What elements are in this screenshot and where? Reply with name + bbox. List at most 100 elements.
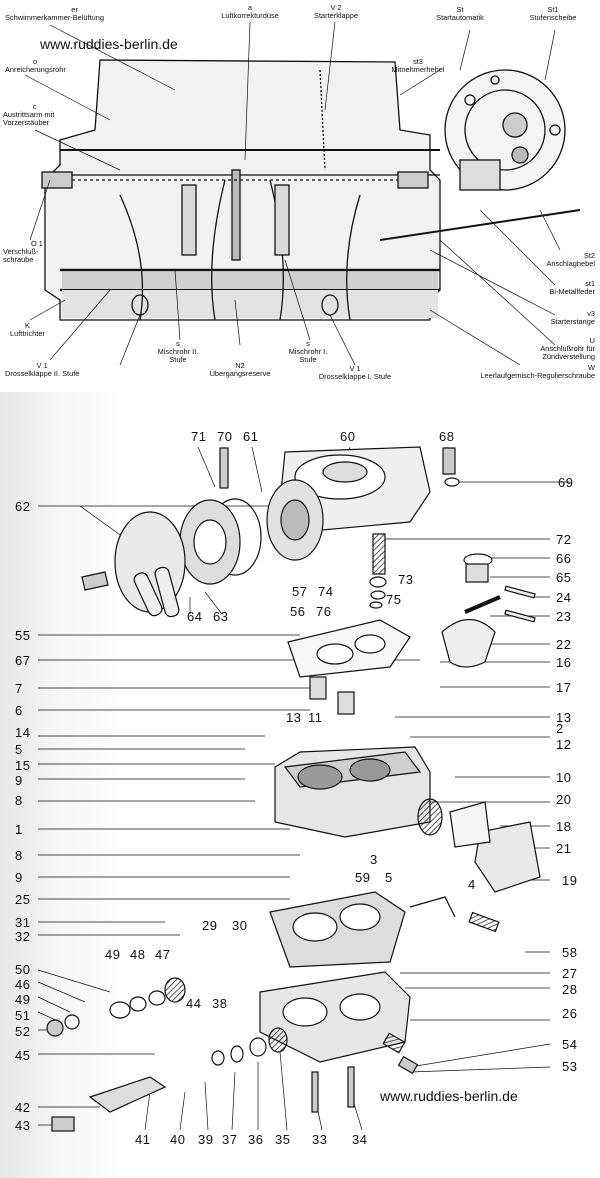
part-num-76: 76 <box>316 604 332 619</box>
part-num-8-a: 8 <box>15 793 23 808</box>
exploded-view-panel: 71 70 61 60 68 69 62 72 66 73 65 57 74 7… <box>0 392 600 1178</box>
part-num-54: 54 <box>562 1037 578 1052</box>
part-num-19: 19 <box>562 873 578 888</box>
part-num-75: 75 <box>386 592 402 607</box>
part-num-34: 34 <box>352 1132 368 1147</box>
part-num-49-b: 49 <box>15 992 31 1007</box>
part-num-49-a: 49 <box>105 947 121 962</box>
part-num-18: 18 <box>556 819 572 834</box>
part-num-28: 28 <box>562 982 578 997</box>
part-num-73: 73 <box>398 572 414 587</box>
part-num-41: 41 <box>135 1132 151 1147</box>
watermark-top: www.ruddies-berlin.de <box>40 36 178 52</box>
part-num-60: 60 <box>340 429 356 444</box>
part-num-15: 15 <box>15 758 31 773</box>
part-num-4: 4 <box>468 877 476 892</box>
carburetor-exploded-drawing <box>37 446 570 1132</box>
part-num-59: 59 <box>355 870 371 885</box>
part-num-26: 26 <box>562 1006 578 1021</box>
part-num-31: 31 <box>15 915 31 930</box>
part-num-64: 64 <box>187 609 203 624</box>
part-num-37: 37 <box>222 1132 238 1147</box>
part-num-51: 51 <box>15 1008 31 1023</box>
part-num-35: 35 <box>275 1132 291 1147</box>
part-num-24: 24 <box>556 590 572 605</box>
part-num-45: 45 <box>15 1048 31 1063</box>
part-num-6: 6 <box>15 703 23 718</box>
part-num-23: 23 <box>556 609 572 624</box>
part-num-29: 29 <box>202 918 218 933</box>
part-num-72: 72 <box>556 532 572 547</box>
part-num-11: 11 <box>308 710 323 725</box>
part-num-61: 61 <box>243 429 259 444</box>
part-num-17: 17 <box>556 680 572 695</box>
part-num-13-b: 13 <box>556 710 572 725</box>
part-num-55: 55 <box>15 628 31 643</box>
part-num-68: 68 <box>439 429 455 444</box>
part-num-66: 66 <box>556 551 572 566</box>
part-num-21: 21 <box>556 841 572 856</box>
part-num-8-b: 8 <box>15 848 23 863</box>
part-num-63: 63 <box>213 609 229 624</box>
part-num-71: 71 <box>191 429 207 444</box>
part-num-10: 10 <box>556 770 572 785</box>
part-num-5-a: 5 <box>15 742 23 757</box>
part-num-20: 20 <box>556 792 572 807</box>
part-num-30: 30 <box>232 918 248 933</box>
part-num-40: 40 <box>170 1132 186 1147</box>
part-num-27: 27 <box>562 966 578 981</box>
part-num-57: 57 <box>292 584 308 599</box>
part-num-48: 48 <box>130 947 146 962</box>
part-num-38: 38 <box>212 996 228 1011</box>
watermark-bottom: www.ruddies-berlin.de <box>380 1088 518 1104</box>
part-num-70: 70 <box>217 429 233 444</box>
part-num-14: 14 <box>15 725 31 740</box>
part-num-7: 7 <box>15 681 23 696</box>
part-num-1: 1 <box>15 822 23 837</box>
part-num-2: 2 <box>556 721 564 736</box>
part-num-56: 56 <box>290 604 306 619</box>
part-num-65: 65 <box>556 570 572 585</box>
part-num-33: 33 <box>312 1132 328 1147</box>
part-num-5-b: 5 <box>385 870 393 885</box>
part-num-32: 32 <box>15 929 31 944</box>
part-num-36: 36 <box>248 1132 264 1147</box>
part-num-47: 47 <box>155 947 171 962</box>
part-num-16: 16 <box>556 655 572 670</box>
part-num-22: 22 <box>556 637 572 652</box>
part-num-42: 42 <box>15 1100 31 1115</box>
part-num-13-a: 13 <box>286 710 302 725</box>
part-num-46: 46 <box>15 977 31 992</box>
part-num-52: 52 <box>15 1024 31 1039</box>
part-num-9-b: 9 <box>15 870 23 885</box>
part-num-53: 53 <box>562 1059 578 1074</box>
part-num-69: 69 <box>558 475 574 490</box>
part-num-50: 50 <box>15 962 31 977</box>
part-num-39: 39 <box>198 1132 214 1147</box>
part-num-74: 74 <box>318 584 334 599</box>
part-num-44: 44 <box>186 996 202 1011</box>
part-num-62: 62 <box>15 499 31 514</box>
part-num-43: 43 <box>15 1118 31 1133</box>
part-num-3: 3 <box>370 852 378 867</box>
carburetor-cross-section-drawing <box>24 21 581 366</box>
part-num-25: 25 <box>15 892 31 907</box>
